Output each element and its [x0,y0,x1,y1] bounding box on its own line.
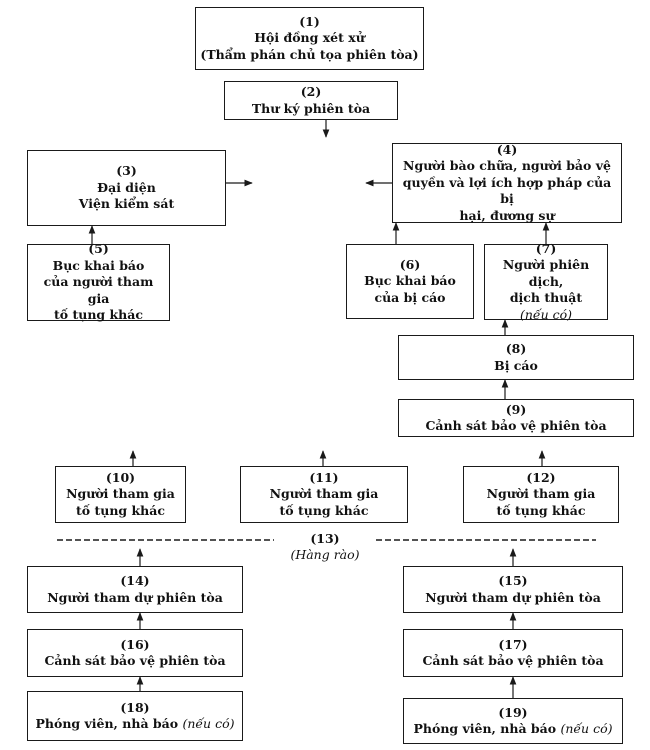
node-8-defendant: (8) Bị cáo [398,335,634,380]
node-number: (2) [300,84,322,99]
node-label: Cảnh sát bảo vệ phiên tòa [44,653,226,668]
node-5-witness-stand: (5) Bục khai báo của người tham gia tố t… [27,241,170,323]
node-note: (nếu có) [519,306,573,322]
node-label: Hội đồng xét xử [254,30,365,46]
node-label: tố tụng khác [76,502,165,518]
node-label: Người tham dự phiên tòa [47,589,223,605]
node-number: (6) [399,256,421,272]
node-12-other-participants: (12) Người tham gia tố tụng khác [463,466,619,523]
node-10-other-participants: (10) Người tham gia tố tụng khác [55,466,186,523]
node-label: tố tụng khác [54,307,143,323]
node-number: (7) [535,240,557,256]
node-number: (1) [299,13,320,29]
node-label: hại, đương sự [459,207,555,223]
node-note: (nếu có) [182,716,235,731]
node-2-court-clerk: (2) Thư ký phiên tòa [224,81,398,120]
node-4-defense-counsel: (4) Người bào chữa, người bảo vệ quyền v… [392,141,622,223]
node-label: tố tụng khác [496,502,586,518]
node-11-other-participants: (11) Người tham gia tố tụng khác [240,466,408,523]
node-label: Cảnh sát bảo vệ phiên tòa [425,418,607,433]
node-label: của người tham gia [43,274,154,306]
node-label: Người tham gia [486,486,596,502]
node-label: Người tham gia [269,486,379,502]
node-3-procuracy: (3) Đại diện Viện kiểm sát [27,150,226,226]
node-number: (16) [120,636,150,652]
node-number: (5) [88,241,109,257]
node-label: tố tụng khác [279,502,369,518]
node-label: Cảnh sát bảo vệ phiên tòa [422,653,604,668]
node-label: của bị cáo [374,289,446,305]
node-number: (11) [309,469,339,485]
node-label: Người tham dự phiên tòa [425,589,601,605]
node-label: Phóng viên, nhà báo (nếu có) [36,716,235,733]
node-number: (18) [120,699,150,715]
node-19-reporters: (19) Phóng viên, nhà báo (nếu có) [403,698,623,744]
node-label: Bị cáo [494,357,538,373]
node-number: (9) [505,401,527,417]
node-6-defendant-stand: (6) Bục khai báo của bị cáo [346,244,474,319]
fence-note: (Hàng rào) [290,547,360,563]
node-number: (12) [526,469,556,485]
node-17-police: (17) Cảnh sát bảo vệ phiên tòa [403,629,623,677]
node-note: (nếu có) [560,721,613,736]
node-16-police: (16) Cảnh sát bảo vệ phiên tòa [27,629,243,677]
node-number: (10) [105,469,136,485]
node-number: (15) [498,573,528,588]
node-label: dịch thuật [509,290,583,306]
node-number: (8) [505,341,527,356]
node-18-reporters: (18) Phóng viên, nhà báo (nếu có) [27,691,243,741]
node-14-spectators: (14) Người tham dự phiên tòa [27,566,243,613]
fence-number: (13) [310,531,340,546]
node-label: Đại diện [97,179,156,195]
node-label: Phóng viên, nhà báo (nếu có) [414,721,613,738]
node-label: Viện kiểm sát [78,196,175,212]
node-number: (4) [496,141,518,157]
node-label: (Thẩm phán chủ tọa phiên tòa) [200,46,419,62]
node-number: (3) [116,163,137,179]
node-label: Bục khai báo [364,273,456,289]
node-label: Bục khai báo [52,257,145,273]
node-1-trial-panel: (1) Hội đồng xét xử (Thẩm phán chủ tọa p… [195,7,424,70]
node-label-text: Phóng viên, nhà báo [413,721,557,736]
node-label: quyền và lợi ích hợp pháp của bị [402,174,612,207]
node-9-police: (9) Cảnh sát bảo vệ phiên tòa [398,399,634,437]
node-label: Người tham gia [66,486,175,502]
node-label-text: Phóng viên, nhà báo [35,716,179,731]
node-number: (19) [498,704,528,720]
node-number: (17) [498,636,528,652]
node-label: Thư ký phiên tòa [251,100,371,116]
node-label: Người bào chữa, người bảo vệ [403,158,611,174]
node-label: Người phiên dịch, [502,257,590,289]
node-15-spectators: (15) Người tham dự phiên tòa [403,566,623,613]
node-number: (14) [120,573,150,588]
node-7-interpreter: (7) Người phiên dịch, dịch thuật (nếu có… [484,240,608,322]
fence-label: (13) (Hàng rào) [275,531,375,564]
